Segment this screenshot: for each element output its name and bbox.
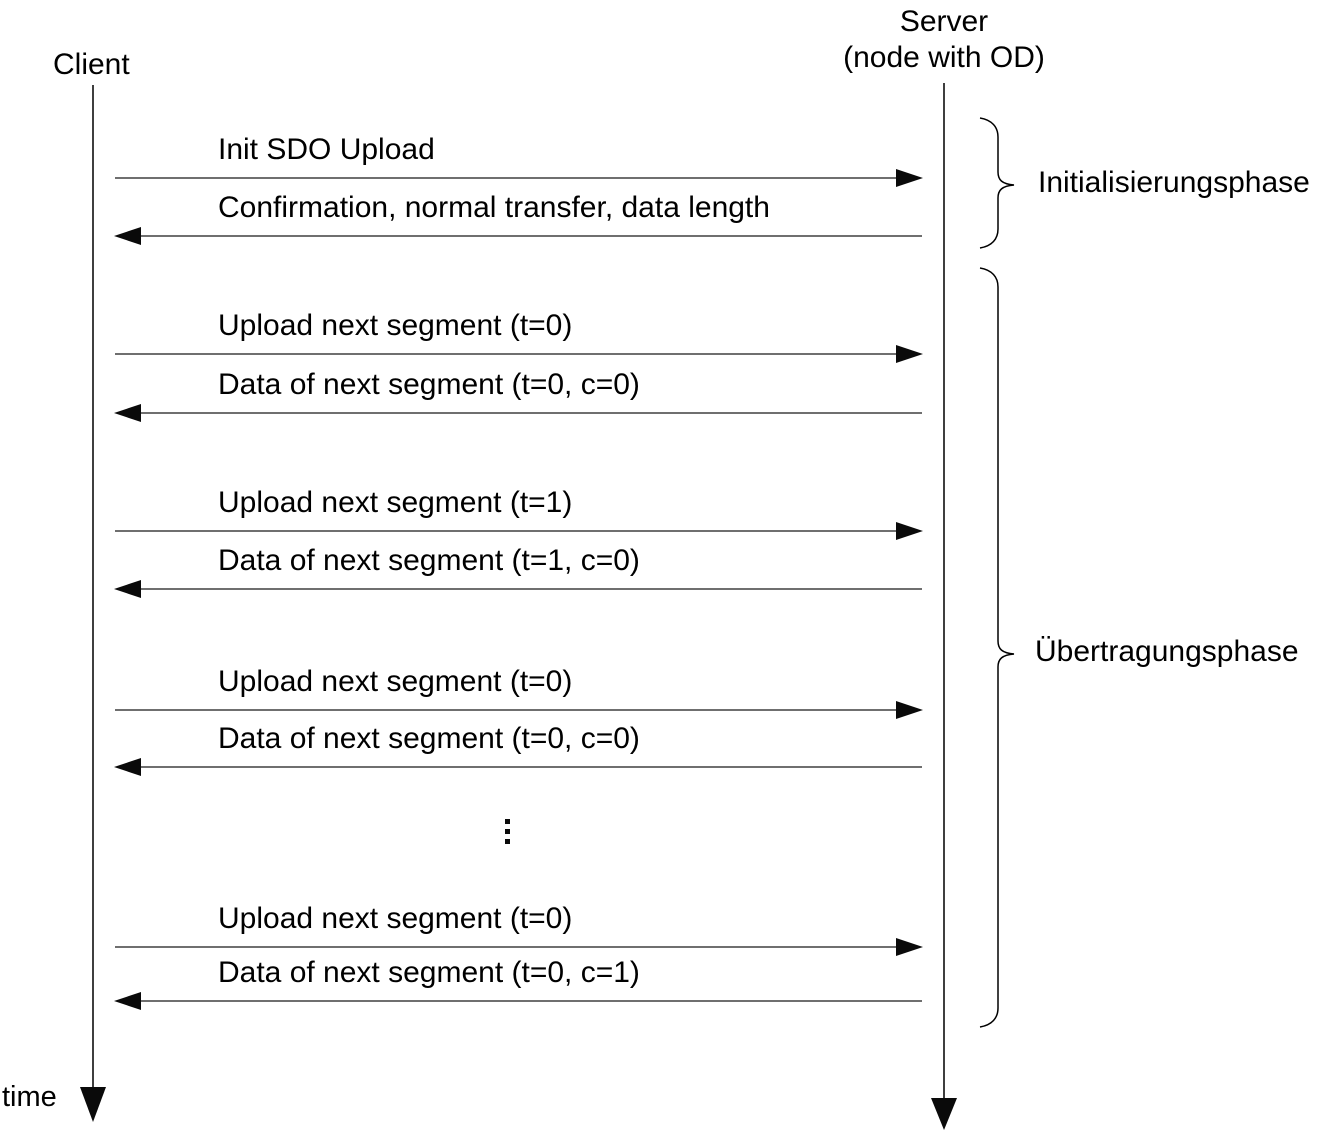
server-lifeline [943, 83, 945, 1102]
continuation-ellipsis [505, 819, 511, 849]
message-arrow-left [114, 580, 923, 598]
arrow-shaft [115, 177, 898, 179]
arrowhead-right-icon [896, 701, 923, 719]
ellipsis-dot [505, 839, 510, 844]
message-arrow-left [114, 992, 923, 1010]
message-label: Init SDO Upload [218, 133, 435, 166]
arrowhead-left-icon [114, 404, 141, 422]
arrowhead-left-icon [114, 758, 141, 776]
arrow-shaft [115, 353, 898, 355]
arrowhead-right-icon [896, 522, 923, 540]
client-lifeline [92, 85, 94, 1092]
ellipsis-dot [505, 829, 510, 834]
arrowhead-right-icon [896, 938, 923, 956]
message-arrow-right [114, 169, 923, 187]
client-actor-label: Client [53, 48, 130, 81]
arrowhead-left-icon [114, 227, 141, 245]
message-label: Upload next segment (t=1) [218, 486, 573, 519]
phase-label-initialization: Initialisierungsphase [1038, 166, 1310, 199]
initialization-phase-brace [979, 117, 1015, 249]
message-label: Data of next segment (t=0, c=0) [218, 722, 640, 755]
arrow-shaft [115, 946, 898, 948]
arrow-shaft [115, 709, 898, 711]
arrow-shaft [140, 1000, 922, 1002]
message-arrow-left [114, 404, 923, 422]
time-axis-label: time [2, 1081, 57, 1113]
server-actor-label-line2: (node with OD) [843, 41, 1045, 74]
message-arrow-right [114, 345, 923, 363]
server-lifeline-arrowhead-icon [931, 1098, 957, 1130]
arrow-shaft [115, 530, 898, 532]
message-label: Data of next segment (t=0, c=1) [218, 956, 640, 989]
transfer-phase-brace [979, 267, 1015, 1028]
phase-label-transfer: Übertragungsphase [1035, 635, 1299, 668]
arrowhead-left-icon [114, 580, 141, 598]
arrow-shaft [140, 412, 922, 414]
client-lifeline-arrowhead-icon [80, 1087, 106, 1122]
arrow-shaft [140, 235, 922, 237]
arrow-shaft [140, 588, 922, 590]
message-label: Data of next segment (t=0, c=0) [218, 368, 640, 401]
message-label: Upload next segment (t=0) [218, 665, 573, 698]
message-arrow-right [114, 938, 923, 956]
arrowhead-right-icon [896, 169, 923, 187]
arrowhead-right-icon [896, 345, 923, 363]
message-label: Upload next segment (t=0) [218, 902, 573, 935]
message-arrow-right [114, 522, 923, 540]
message-label: Confirmation, normal transfer, data leng… [218, 191, 770, 224]
message-arrow-left [114, 758, 923, 776]
message-arrow-right [114, 701, 923, 719]
message-label: Data of next segment (t=1, c=0) [218, 544, 640, 577]
server-actor-label-line1: Server [899, 5, 989, 38]
message-label: Upload next segment (t=0) [218, 309, 573, 342]
arrow-shaft [140, 766, 922, 768]
message-arrow-left [114, 227, 923, 245]
arrowhead-left-icon [114, 992, 141, 1010]
ellipsis-dot [505, 819, 510, 824]
